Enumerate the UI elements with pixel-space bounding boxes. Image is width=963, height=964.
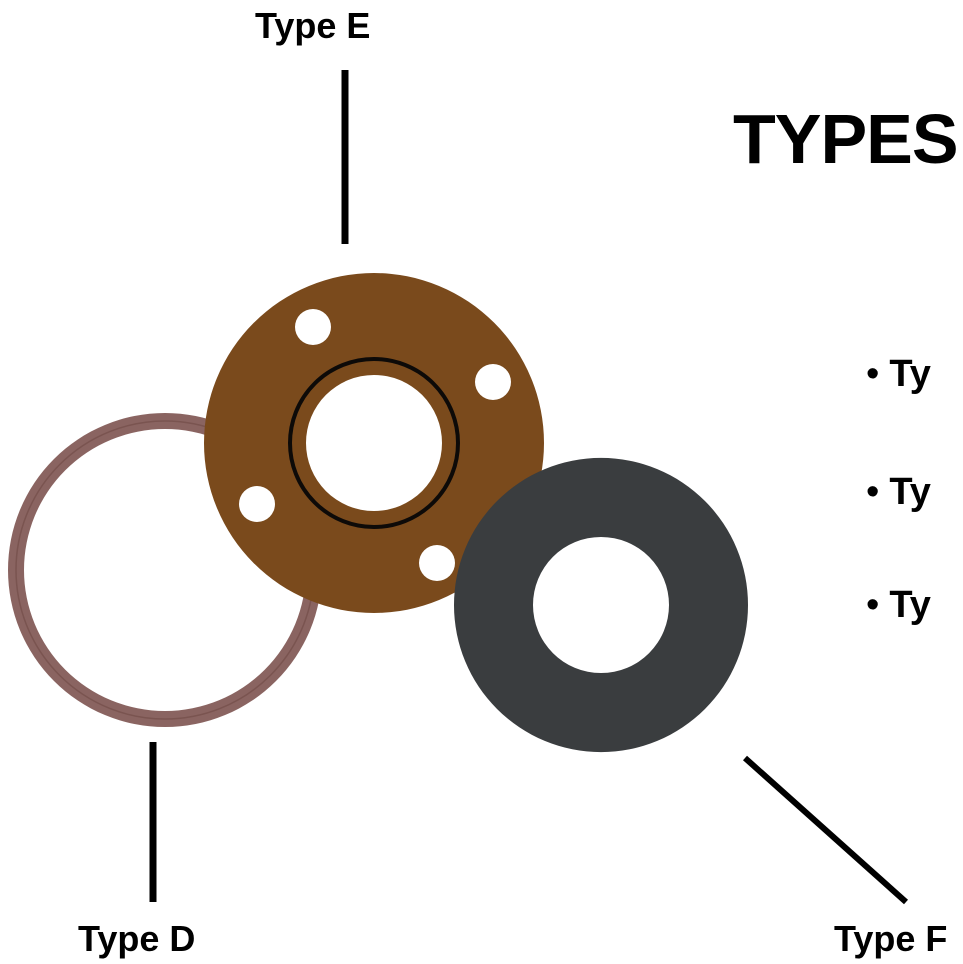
bullet-item-2: •Ty [866, 473, 931, 511]
bullet-text: Ty [889, 471, 931, 513]
bullet-item-1: •Ty [866, 355, 931, 393]
bullet-text: Ty [889, 584, 931, 626]
slide-title: TYPES [733, 100, 959, 178]
label-type-e: Type E [255, 5, 371, 46]
label-type-f: Type F [834, 918, 948, 959]
bullet-text: Ty [889, 353, 931, 395]
bolt-hole-left [239, 486, 275, 522]
type-f-gasket [454, 457, 748, 753]
type-e-seal-ring [288, 357, 460, 529]
bullet-item-3: •Ty [866, 586, 931, 624]
type-e-gasket [204, 273, 544, 613]
bolt-hole-right [475, 364, 511, 400]
label-type-d: Type D [78, 918, 196, 959]
bullet-marker: • [866, 584, 880, 626]
bullet-marker: • [866, 353, 880, 395]
bolt-hole-top [295, 309, 331, 345]
bolt-hole-bottom [419, 545, 455, 581]
bullet-marker: • [866, 471, 880, 513]
leader-line-type-f [743, 755, 908, 905]
